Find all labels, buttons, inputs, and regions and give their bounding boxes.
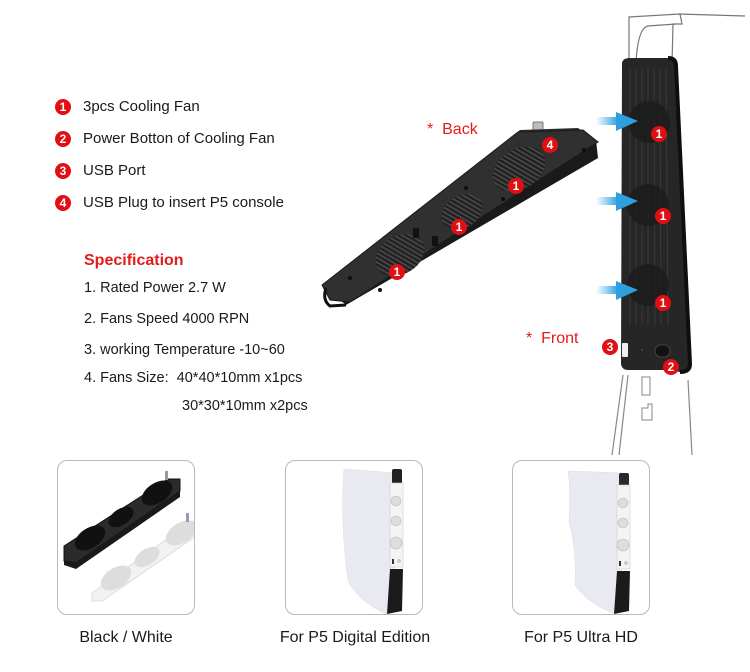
feature-label: 3pcs Cooling Fan: [83, 98, 200, 115]
badge-fan: 1: [651, 126, 667, 142]
front-label: * Front: [526, 330, 579, 347]
spec-line: 2. Fans Speed 4000 RPN: [84, 311, 250, 327]
badge-usb-port: 3: [602, 339, 618, 355]
spec-line: 3. working Temperature -10~60: [84, 342, 285, 358]
number-badge: 3: [55, 163, 71, 179]
badge-fan: 1: [451, 219, 467, 235]
feature-label: USB Plug to insert P5 console: [83, 194, 284, 211]
black-white-fans-image: [63, 471, 194, 602]
number-badge: 1: [55, 99, 71, 115]
spec-line: 1. Rated Power 2.7 W: [84, 280, 226, 296]
variant-card-black-white: [57, 460, 195, 615]
variant-caption: For P5 Digital Edition: [279, 629, 431, 646]
spec-line: 4. Fans Size: 40*40*10mm x1pcs: [84, 370, 303, 386]
badge-fan: 1: [655, 208, 671, 224]
variant-card-digital-edition: [285, 460, 423, 615]
specification-title: Specification: [84, 252, 184, 269]
spec-line: 30*30*10mm x2pcs: [182, 398, 308, 414]
badge-fan: 1: [389, 264, 405, 280]
ultra-hd-console-image: [567, 470, 631, 614]
back-label: * Back: [427, 121, 478, 138]
badge-fan: 1: [655, 295, 671, 311]
badge-power-button: 2: [663, 359, 679, 375]
variant-caption: For P5 Ultra HD: [524, 629, 638, 646]
badge-fan: 1: [508, 178, 524, 194]
variant-caption: Black / White: [79, 629, 173, 646]
feature-label: Power Botton of Cooling Fan: [83, 130, 275, 147]
variant-card-ultra-hd: [512, 460, 650, 615]
number-badge: 2: [55, 131, 71, 147]
digital-edition-console-image: [342, 468, 404, 614]
feature-label: USB Port: [83, 162, 146, 179]
number-badge: 4: [55, 195, 71, 211]
badge-usb-plug: 4: [542, 137, 558, 153]
